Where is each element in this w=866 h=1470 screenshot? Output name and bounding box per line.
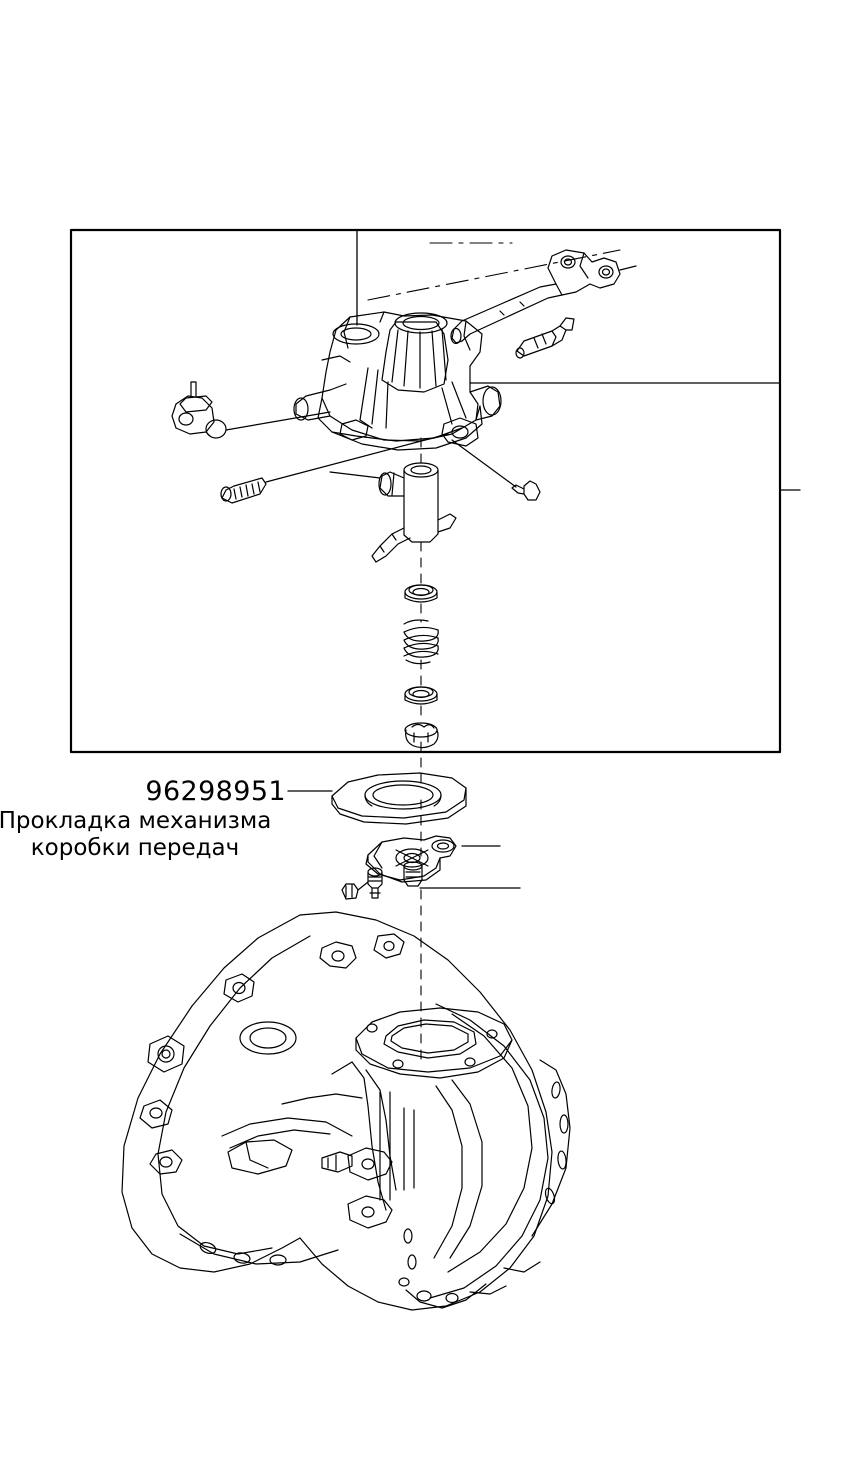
construction-centerlines bbox=[367, 242, 621, 301]
pivot-pin bbox=[515, 317, 575, 359]
retaining-clip bbox=[404, 722, 439, 749]
part-description-line-1: Прокладка механизма bbox=[0, 807, 272, 834]
coil-spring bbox=[403, 619, 439, 665]
small-clip bbox=[341, 881, 369, 900]
shift-control-rod bbox=[450, 283, 563, 345]
ball-socket-fitting bbox=[171, 381, 331, 439]
callout-gasket: 96298951 Прокладка механизма коробки пер… bbox=[0, 776, 286, 862]
detent-pin bbox=[451, 439, 541, 501]
part-number-gasket: 96298951 bbox=[145, 776, 286, 807]
rod-yoke-bracket bbox=[547, 249, 637, 296]
part-description-line-2: коробки передач bbox=[30, 834, 240, 861]
threaded-set-screw bbox=[220, 433, 449, 504]
upper-washer bbox=[404, 584, 438, 603]
transmission-bell-housing bbox=[121, 911, 571, 1311]
shift-mechanism-gasket bbox=[331, 772, 467, 825]
leader-lines bbox=[287, 230, 801, 889]
retainer-bracket bbox=[365, 835, 457, 887]
detail-frame bbox=[69, 228, 782, 754]
bracket-bolt bbox=[367, 867, 383, 899]
gear-shift-housing bbox=[293, 311, 502, 451]
lower-washer bbox=[404, 686, 438, 705]
selector-lever-sleeve bbox=[329, 462, 457, 563]
